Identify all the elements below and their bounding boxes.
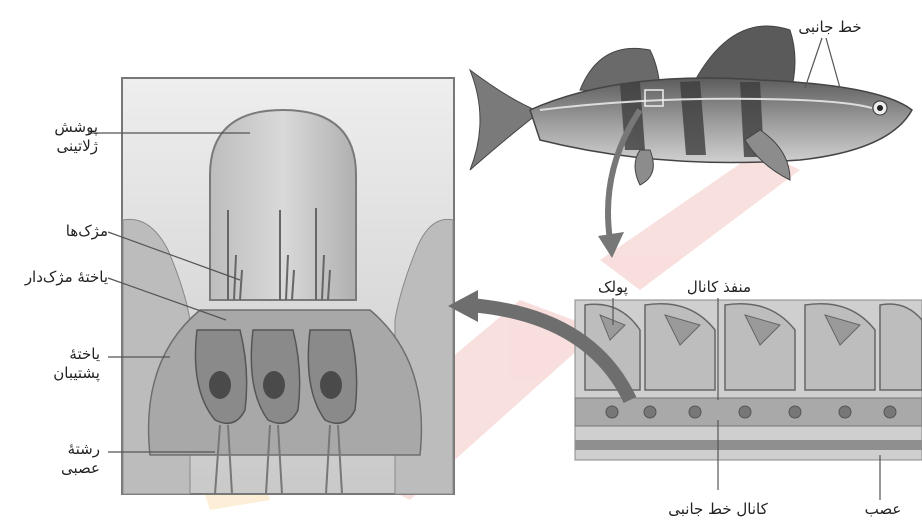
label-gelatinous-cover: پوشش ژلاتینی: [20, 118, 98, 156]
label-hair-cell: یاختهٔ مژک‌دار: [0, 268, 108, 287]
label-nerve: عصب: [858, 500, 908, 519]
label-lateral-line-canal: کانال خط جانبی: [660, 500, 776, 519]
label-nerve-fiber: رشتهٔ عصبی: [30, 440, 100, 478]
label-scale: پولک: [585, 278, 641, 297]
label-cilia: مژک‌ها: [40, 222, 108, 241]
neuromast-zoom-box: [122, 78, 454, 494]
label-supporting-cell: یاختهٔ پشتیبان: [30, 345, 100, 383]
label-canal-pore: منفذ کانال: [672, 278, 766, 297]
fish-illustration: [470, 26, 912, 185]
leader-lines-fish: [805, 38, 840, 88]
label-lateral-line: خط جانبی: [780, 18, 880, 37]
